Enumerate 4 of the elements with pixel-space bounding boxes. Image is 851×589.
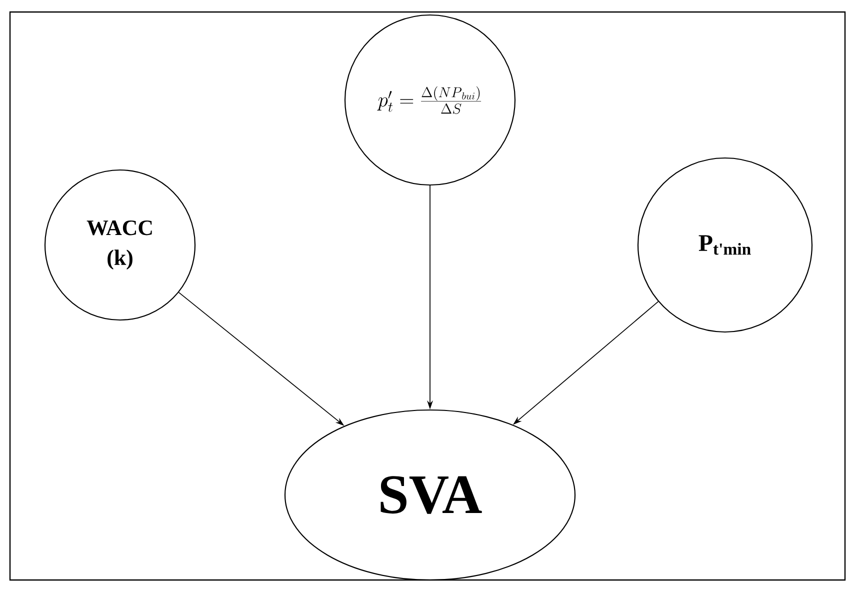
ellipse-node: SVA: [284, 409, 576, 581]
circle-node: WACC (k): [44, 169, 196, 321]
circle-node: P$_{t'min}$: [637, 157, 813, 333]
circle-node: $p'_{t} = \frac{\Delta(NP_{\,bui})}{\Delta S}$: [344, 14, 516, 186]
